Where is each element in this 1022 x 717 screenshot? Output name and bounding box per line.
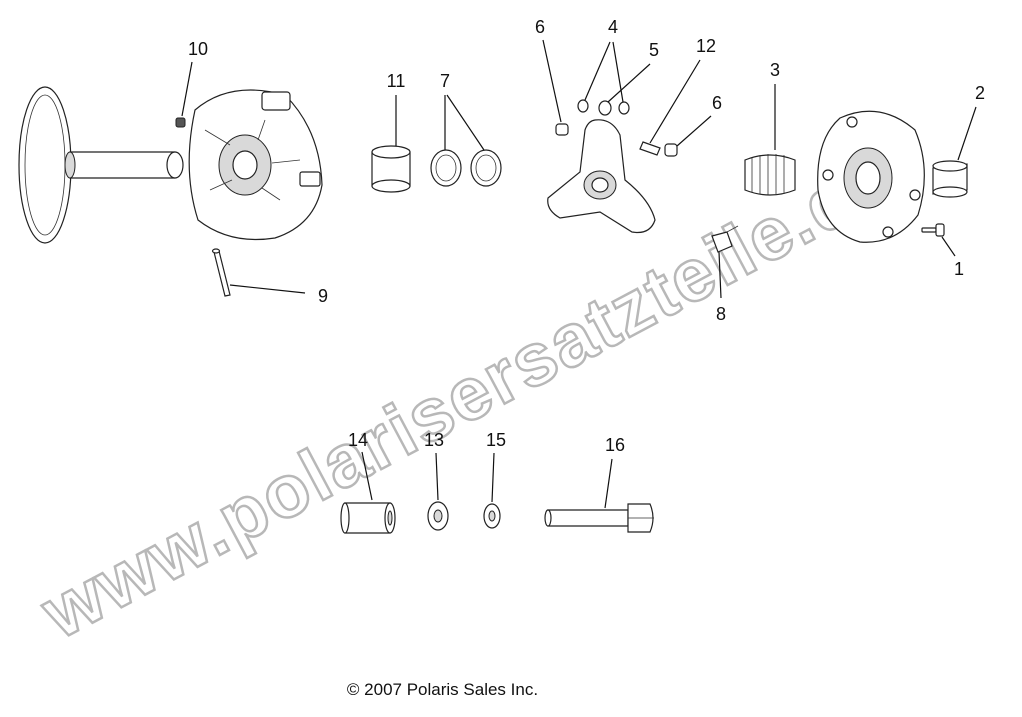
watermark: www.polarisersatzteile.de [28, 134, 908, 655]
callout-14: 14 [348, 430, 368, 450]
leader-6-left [542, 39, 562, 123]
callout-13: 13 [424, 430, 444, 450]
part-6-roller-right [664, 143, 678, 157]
clutch-cover [817, 110, 925, 243]
callout-4: 4 [608, 17, 618, 37]
callout-8: 8 [716, 304, 726, 324]
callout-12: 12 [696, 36, 716, 56]
callout-9: 9 [318, 286, 328, 306]
callout-2: 2 [975, 83, 985, 103]
part-5-roller [598, 100, 612, 116]
part-2-bushing [932, 160, 968, 198]
leader-14 [361, 451, 373, 501]
part-6-roller-left [555, 123, 569, 136]
part-12-pin [639, 141, 661, 156]
part-13-washer [427, 501, 449, 531]
part-7-rings [430, 149, 502, 187]
callout-1: 1 [954, 259, 964, 279]
part-9-pin [211, 248, 231, 297]
callout-10: 10 [188, 39, 208, 59]
callout-5: 5 [649, 40, 659, 60]
copyright-notice: © 2007 Polaris Sales Inc. [346, 680, 539, 699]
leader-2 [957, 106, 977, 161]
leader-13 [435, 452, 439, 501]
part-15-washer [483, 503, 501, 529]
leader-8 [718, 251, 722, 299]
part-3-spring [744, 154, 796, 196]
leader-9 [229, 284, 306, 294]
part-1-bolt [921, 223, 945, 237]
leader-4b [612, 41, 624, 103]
leader-7b [446, 94, 485, 151]
callout-3: 3 [770, 60, 780, 80]
part-4-washers [577, 99, 630, 115]
part-11-bushing [371, 145, 411, 193]
sheave-with-shaft [18, 86, 184, 244]
leader-1 [941, 236, 956, 257]
leader-6-right [676, 115, 712, 147]
leader-15 [491, 452, 495, 503]
leader-10 [181, 61, 193, 117]
moveable-sheave [188, 89, 323, 241]
part-14-spacer [340, 502, 396, 534]
callout-7: 7 [440, 71, 450, 91]
leader-5 [607, 63, 651, 103]
callout-6-right: 6 [712, 93, 722, 113]
callout-15: 15 [486, 430, 506, 450]
spider-assembly [547, 119, 656, 234]
leader-4a [584, 41, 611, 101]
callout-16: 16 [605, 435, 625, 455]
part-10-nut [175, 117, 186, 128]
leader-16 [604, 458, 613, 509]
leader-12 [649, 59, 701, 144]
part-8-shoe [711, 225, 739, 253]
callout-11: 11 [387, 71, 406, 91]
part-16-bolt [544, 503, 654, 533]
callout-6-left: 6 [535, 17, 545, 37]
